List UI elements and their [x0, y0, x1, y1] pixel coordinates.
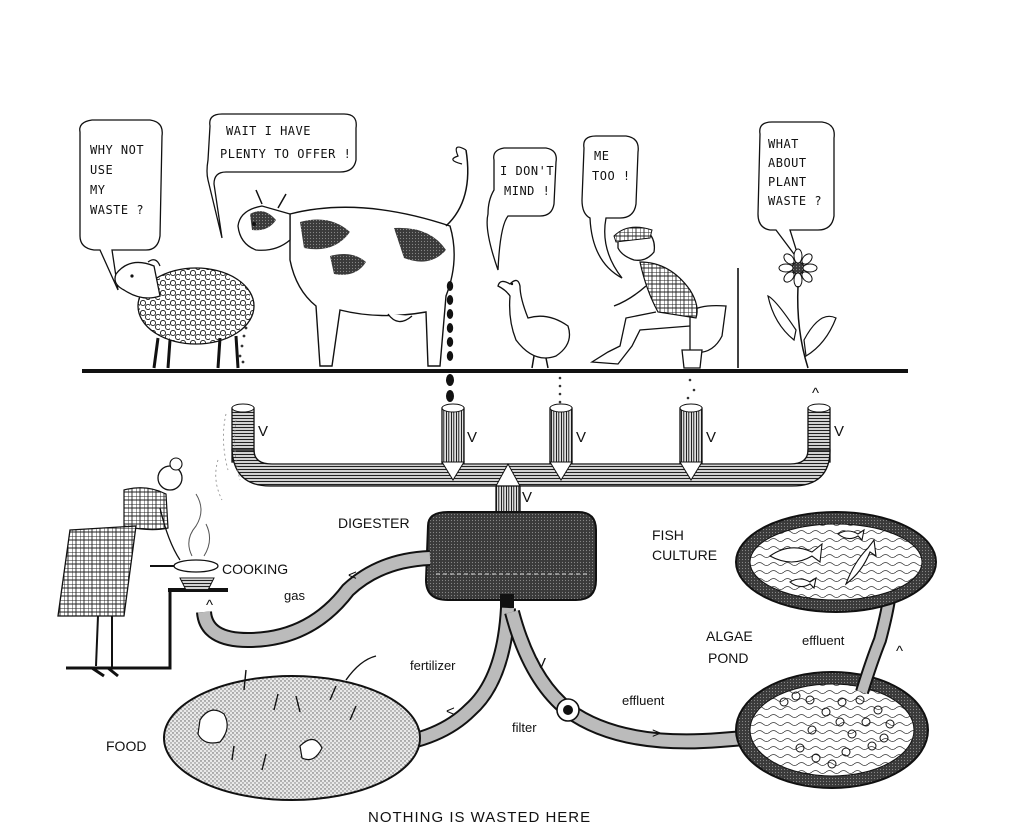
- gas-flow-up-mark: ^: [206, 597, 213, 614]
- flow-mark-down: V: [576, 429, 586, 446]
- effluent-bottom-label: effluent: [622, 693, 665, 708]
- cow-bubble-line-1: WAIT I HAVE: [226, 124, 311, 138]
- man-bubble-line-1: ME: [594, 149, 609, 163]
- woman-cooking-illustration: COOKING: [57, 413, 288, 678]
- effluent-up-mark: ^: [896, 643, 903, 660]
- collection-pipes: [231, 403, 831, 521]
- flow-mark-down: V: [522, 489, 532, 506]
- cow-bubble-line-2: PLENTY TO OFFER !: [220, 147, 351, 161]
- flow-mark-down: V: [467, 429, 477, 446]
- fertilizer-flow-mark: V: [536, 655, 546, 672]
- plant-speech-bubble: WHAT ABOUT PLANT WASTE ?: [757, 121, 835, 263]
- gas-label: gas: [284, 588, 305, 603]
- plant-illustration: [767, 248, 837, 369]
- fish-culture-pond: FISH CULTURE: [652, 511, 937, 613]
- man-bubble-line-2: TOO !: [592, 169, 631, 183]
- duck-bubble-line-1: I DON'T: [500, 164, 554, 178]
- algae-pond-label-line-1: ALGAE: [706, 628, 753, 644]
- sheep-bubble-line-4: WASTE ?: [90, 203, 144, 217]
- man-waste-drops: [686, 378, 696, 408]
- sheep-bubble-line-3: MY: [90, 183, 106, 197]
- effluent-top-label: effluent: [802, 633, 845, 648]
- fertilizer-flow-left-mark: <: [446, 703, 455, 720]
- man-speech-bubble: ME TOO !: [581, 135, 639, 279]
- flow-mark-down: V: [258, 423, 268, 440]
- fish-culture-label-line-2: CULTURE: [652, 547, 717, 563]
- digester-tank: DIGESTER: [338, 511, 597, 608]
- filter-valve: [556, 698, 580, 722]
- downflow-marks: V V V V V V ^: [258, 385, 844, 506]
- digester-label: DIGESTER: [338, 515, 410, 531]
- plant-bubble-line-2: ABOUT: [768, 156, 807, 170]
- flow-mark-down: V: [834, 423, 844, 440]
- gas-flow-left-mark: <: [348, 567, 357, 584]
- cooking-label: COOKING: [222, 561, 288, 577]
- algae-pond-label-line-2: POND: [708, 650, 748, 666]
- duck-speech-bubble: I DON'T MIND !: [486, 147, 557, 271]
- filter-label: filter: [512, 720, 537, 735]
- flow-mark-up: ^: [812, 385, 819, 402]
- algae-pond: ALGAE POND: [706, 628, 929, 789]
- man-illustration: [589, 226, 739, 369]
- duck-bubble-line-2: MIND !: [504, 184, 550, 198]
- sheep-illustration: [114, 259, 255, 369]
- cow-speech-bubble: WAIT I HAVE PLENTY TO OFFER !: [206, 113, 357, 239]
- sheep-bubble-line-1: WHY NOT: [90, 143, 144, 157]
- cow-illustration: [237, 146, 469, 402]
- plant-bubble-line-4: WASTE ?: [768, 194, 822, 208]
- food-label: FOOD: [106, 738, 146, 754]
- diagram-caption: NOTHING IS WASTED HERE: [368, 809, 591, 826]
- effluent-flow-right-mark: >: [652, 725, 661, 742]
- plant-bubble-line-3: PLANT: [768, 175, 807, 189]
- duck-illustration: [497, 279, 571, 404]
- sheep-speech-bubble: WHY NOT USE MY WASTE ?: [79, 119, 163, 291]
- food-field: FOOD: [106, 655, 421, 801]
- plant-bubble-line-1: WHAT: [768, 137, 799, 151]
- flow-mark-down: V: [706, 429, 716, 446]
- fish-culture-label-line-1: FISH: [652, 527, 684, 543]
- fertilizer-label: fertilizer: [410, 658, 456, 673]
- sheep-bubble-line-2: USE: [90, 163, 113, 177]
